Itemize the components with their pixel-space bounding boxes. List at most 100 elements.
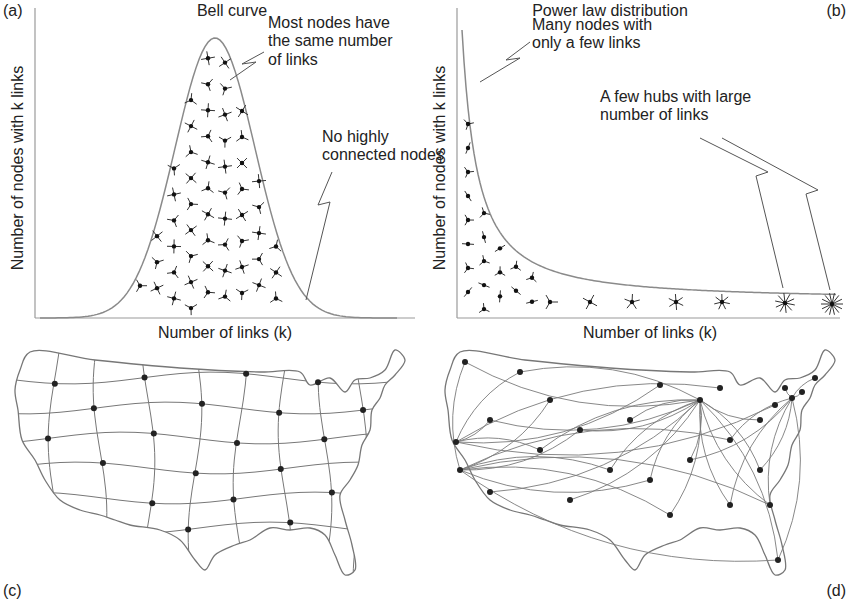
glyph-node bbox=[155, 260, 159, 264]
glyph-node bbox=[155, 286, 159, 290]
airport-dot bbox=[667, 512, 673, 518]
glyph-node bbox=[206, 238, 210, 242]
glyph-node bbox=[257, 205, 261, 209]
glyph-node bbox=[223, 190, 227, 194]
axis-title: Number of links (k) bbox=[530, 324, 770, 342]
glyph-node bbox=[223, 60, 227, 64]
glyph-node bbox=[189, 280, 193, 284]
city-dot bbox=[287, 520, 293, 526]
glyph-node bbox=[172, 218, 176, 222]
glyph-node bbox=[274, 270, 278, 274]
glyph-node bbox=[257, 179, 261, 183]
flight-route bbox=[778, 398, 800, 560]
glyph-node bbox=[189, 228, 193, 232]
airport-dot bbox=[457, 467, 463, 473]
flight-route bbox=[460, 457, 770, 505]
airport-dot bbox=[487, 417, 493, 423]
glyph-node bbox=[223, 294, 227, 298]
glyph-node bbox=[172, 296, 176, 300]
glyph-node bbox=[223, 138, 227, 142]
glyph-node bbox=[240, 135, 244, 139]
leader-line bbox=[306, 172, 332, 300]
airport-dot bbox=[727, 502, 733, 508]
annotation: (a) bbox=[3, 2, 43, 20]
road bbox=[93, 340, 107, 580]
glyph-node bbox=[172, 244, 176, 248]
glyph-node bbox=[588, 300, 592, 304]
glyph-node bbox=[223, 216, 227, 220]
road bbox=[188, 340, 202, 580]
glyph-node bbox=[466, 290, 470, 294]
city-dot bbox=[91, 405, 97, 411]
city-dot bbox=[52, 381, 58, 387]
flight-route bbox=[610, 400, 700, 470]
airport-dot bbox=[647, 477, 653, 483]
city-dot bbox=[193, 470, 199, 476]
glyph-node bbox=[466, 170, 470, 174]
airport-dot bbox=[687, 457, 693, 463]
glyph-node bbox=[240, 161, 244, 165]
road bbox=[141, 340, 155, 580]
airport-dot bbox=[812, 375, 818, 381]
city-dot bbox=[100, 460, 106, 466]
flight-route bbox=[768, 398, 792, 505]
glyph-node bbox=[257, 283, 261, 287]
airport-dot bbox=[453, 439, 459, 445]
city-dot bbox=[276, 410, 282, 416]
flight-route bbox=[730, 398, 792, 440]
flight-route bbox=[490, 400, 700, 430]
glyph-node bbox=[482, 259, 486, 263]
airport-dot bbox=[657, 382, 663, 388]
city-dot bbox=[234, 440, 240, 446]
glyph-node bbox=[240, 239, 244, 243]
glyph-node bbox=[466, 242, 470, 246]
city-dot bbox=[45, 435, 51, 441]
airport-dot bbox=[772, 402, 778, 408]
glyph-node bbox=[172, 192, 176, 196]
axis-line bbox=[456, 8, 457, 318]
axis-title: Number of nodes with k links bbox=[430, 18, 450, 318]
city-dot bbox=[230, 496, 236, 502]
airport-dot bbox=[775, 557, 781, 563]
glyph-node bbox=[240, 213, 244, 217]
glyph-node bbox=[206, 82, 210, 86]
flight-route bbox=[456, 384, 720, 442]
glyph-node bbox=[223, 112, 227, 116]
node-glyphs bbox=[137, 51, 844, 315]
axis-line bbox=[457, 317, 840, 318]
glyph-node bbox=[466, 266, 470, 270]
glyph-node bbox=[138, 284, 142, 288]
airport-dot bbox=[782, 385, 788, 391]
flight-route bbox=[490, 400, 700, 492]
flight-route bbox=[456, 372, 520, 442]
glyph-node bbox=[206, 108, 210, 112]
airport-dot bbox=[567, 497, 573, 503]
flight-route bbox=[460, 467, 670, 515]
city-dot bbox=[151, 430, 157, 436]
glyph-node bbox=[172, 270, 176, 274]
glyph-node bbox=[548, 300, 552, 304]
glyph-node bbox=[466, 218, 470, 222]
annotation: (b) bbox=[812, 2, 846, 20]
glyph-node bbox=[206, 134, 210, 138]
leader-line bbox=[480, 42, 530, 82]
glyph-node bbox=[630, 300, 634, 304]
glyph-node bbox=[189, 254, 193, 258]
glyph-node bbox=[498, 294, 502, 298]
airport-dot bbox=[697, 397, 703, 403]
city-dot bbox=[321, 436, 327, 442]
road bbox=[0, 372, 420, 384]
airport-dot bbox=[577, 427, 583, 433]
glyph-node bbox=[223, 242, 227, 246]
glyph-node bbox=[223, 86, 227, 90]
glyph-node bbox=[783, 301, 787, 305]
city-dot bbox=[149, 500, 155, 506]
glyph-node bbox=[189, 176, 193, 180]
glyph-node bbox=[240, 109, 244, 113]
glyph-node bbox=[189, 124, 193, 128]
airport-dot bbox=[607, 467, 613, 473]
us-outline bbox=[445, 350, 835, 575]
glyph-node bbox=[466, 194, 470, 198]
glyph-node bbox=[155, 234, 159, 238]
road bbox=[48, 340, 62, 580]
